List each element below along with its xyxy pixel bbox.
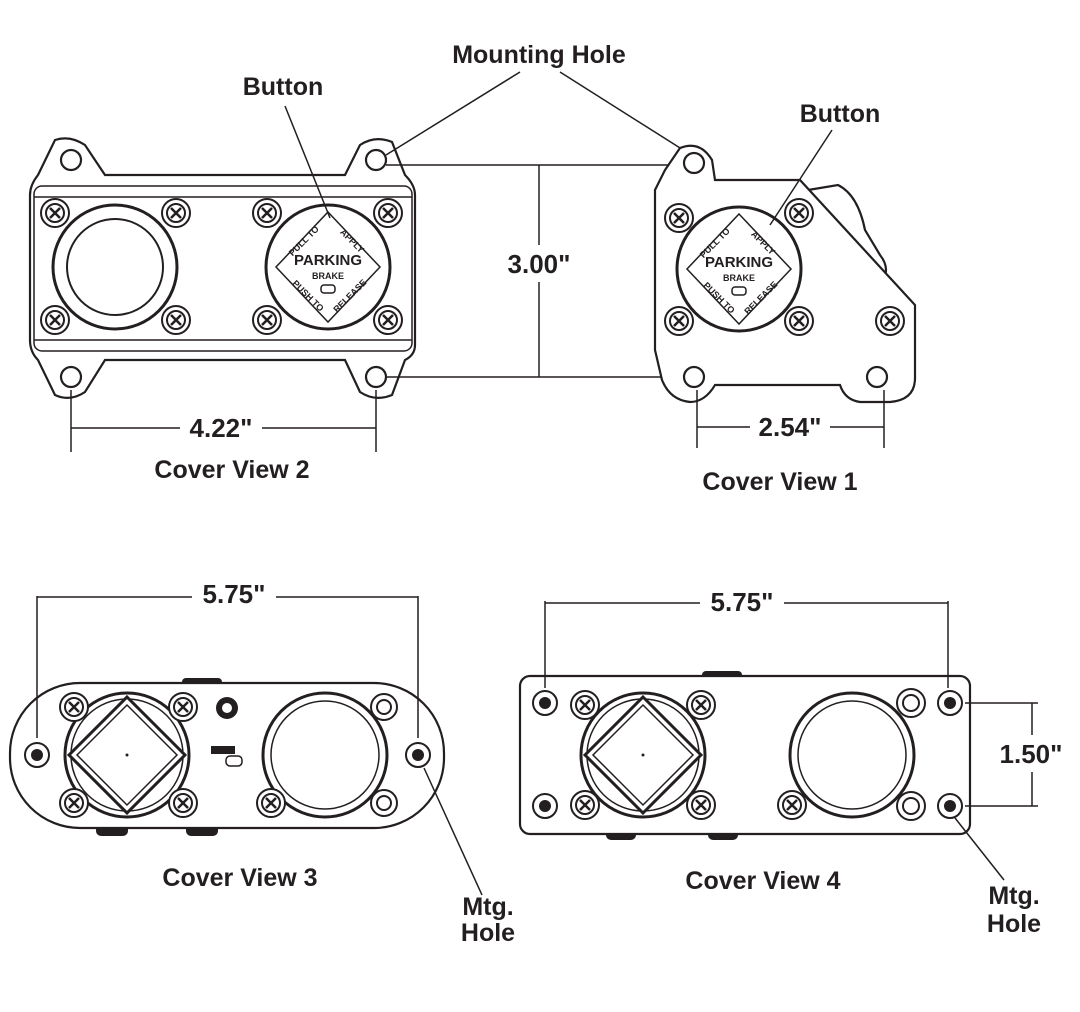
screw [776,789,808,821]
screw [783,305,815,337]
screw [685,789,717,821]
dimension-5-75-view-4: 5.75" [544,587,949,688]
dimension-4-22-label: 4.22" [190,413,253,443]
screw [39,304,71,336]
mounting-hole-bottom-left [532,793,558,819]
knob-sublabel: BRAKE [723,273,755,283]
screw [783,197,815,229]
dimension-1-50-label: 1.50" [1000,739,1063,769]
cover-view-2-title: Cover View 2 [154,456,309,484]
parking-brake-knob: PARKING BRAKE PULL TO APPLY PUSH TO RELE… [264,203,392,331]
screw [160,304,192,336]
cover-view-3-title: Cover View 3 [162,864,317,892]
screw [167,691,199,723]
screw [251,304,283,336]
mounting-hole-top-left [59,148,83,172]
screw [255,787,287,819]
screw [685,689,717,721]
mounting-hole-left [24,742,50,768]
mounting-hole-label: Mounting Hole [452,41,626,69]
screw [58,787,90,819]
dimension-5-75-view-3: 5.75" [36,579,419,738]
mounting-hole-top-right [937,690,963,716]
dimension-4-22: 4.22" [70,390,377,452]
mounting-hole-top [682,151,706,175]
dimension-3-00-label: 3.00" [508,249,571,279]
cover-view-4 [518,671,972,840]
mtg-hole-label-view-4-line-1: Mtg. [988,882,1039,910]
mounting-hole-top-left [532,690,558,716]
screw [39,197,71,229]
screw [569,789,601,821]
cover-view-3 [8,678,446,836]
screw [251,197,283,229]
screw [569,689,601,721]
cover-view-1: PARKING BRAKE PULL TO APPLY PUSH TO RELE… [653,144,917,404]
dimension-5-75-view-3-label: 5.75" [203,579,266,609]
screw [167,787,199,819]
screw [874,305,906,337]
dimension-2-54: 2.54" [696,390,885,448]
dimension-2-54-label: 2.54" [759,412,822,442]
mtg-hole-label-view-3-line-2: Hole [461,919,515,947]
cover-view-2: PARKING BRAKE PULL TO APPLY PUSH TO RELE… [28,137,417,399]
screw [160,197,192,229]
knob-label: PARKING [705,254,773,271]
screw [663,202,695,234]
button-label-right: Button [800,100,881,128]
mounting-hole-bottom-right [364,365,388,389]
dimension-1-50: 1.50" [965,702,1063,807]
mtg-hole-label-view-3-line-1: Mtg. [462,893,513,921]
dimension-3-00: 3.00" [386,164,690,378]
mounting-hole-top-right [364,148,388,172]
mounting-hole-bottom-right [937,793,963,819]
parking-brake-knob: PARKING BRAKE PULL TO APPLY PUSH TO RELE… [675,205,803,333]
mounting-hole-bottom-right [865,365,889,389]
screw [372,304,404,336]
screw [372,197,404,229]
knob-sublabel: BRAKE [312,271,344,281]
cover-view-1-title: Cover View 1 [702,468,857,496]
screw [663,305,695,337]
knob-label: PARKING [294,252,362,269]
mounting-hole-bottom-left [59,365,83,389]
mtg-hole-label-view-4-line-2: Hole [987,910,1041,938]
mounting-hole-bottom-left [682,365,706,389]
cover-view-4-title: Cover View 4 [685,867,840,895]
button-label-left: Button [243,73,324,101]
mounting-hole-right [405,742,431,768]
dimension-5-75-view-4-label: 5.75" [711,587,774,617]
screw [58,691,90,723]
